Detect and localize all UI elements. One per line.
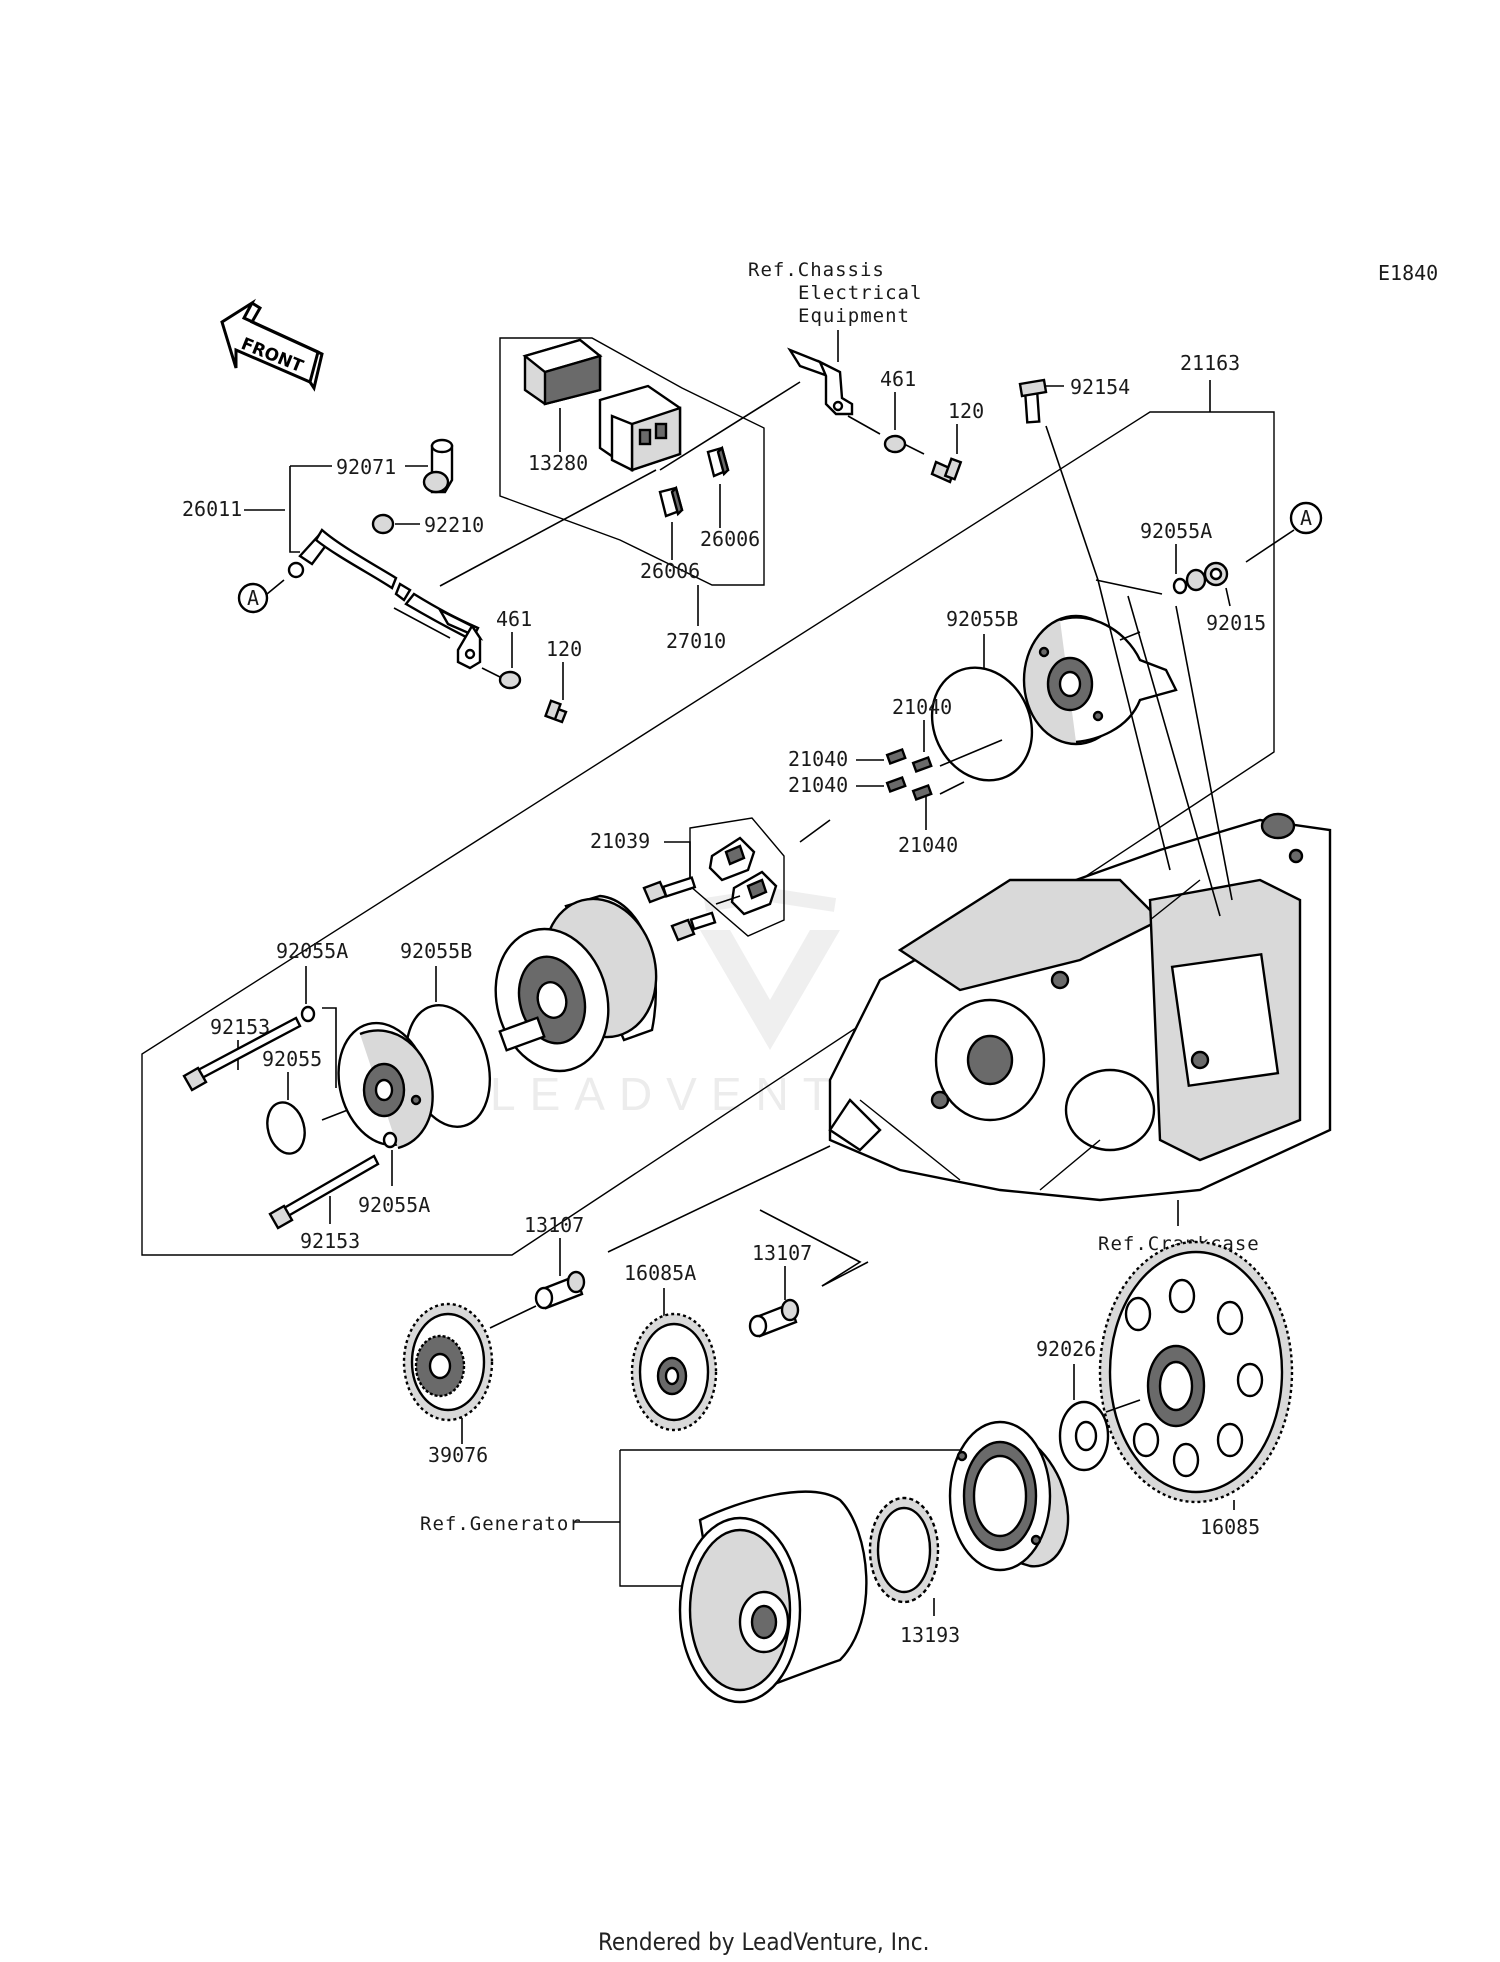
part-92154: 92154: [1070, 375, 1130, 399]
part-21040-left-b: 21040: [788, 773, 848, 797]
clutch-housing: [948, 1420, 1070, 1572]
relay-cover-13280: [522, 338, 603, 406]
bolt-92153-top: [182, 1016, 302, 1092]
nut-92210: [371, 513, 395, 535]
part-120-bottom: 120: [546, 637, 582, 661]
part-21040-left-a: 21040: [788, 747, 848, 771]
oring-92055: [266, 1101, 306, 1155]
part-13280: 13280: [528, 451, 588, 475]
oring-92055A-bottom: [382, 1131, 398, 1149]
oring-92055B-top: [930, 666, 1034, 782]
generator-rotor: [678, 1490, 868, 1704]
part-26006-left: 26006: [640, 559, 700, 583]
starter-front-cover: [337, 1021, 434, 1150]
washer-461-bottom: [498, 670, 522, 690]
part-92071: 92071: [336, 455, 396, 479]
screw-right: [670, 911, 717, 942]
bolt-120-bottom: [544, 699, 568, 724]
part-92153-top: 92153: [210, 1015, 270, 1039]
oring-92055A-left: [300, 1005, 316, 1023]
brush-holder-21039: [708, 836, 778, 916]
part-13107-left: 13107: [524, 1213, 584, 1237]
shaft-13107-left: [534, 1270, 586, 1310]
cable-terminal-bottom: [436, 607, 484, 670]
part-92055A-left: 92055A: [276, 939, 348, 963]
ref-generator: Ref.Generator: [420, 1513, 582, 1535]
one-way-clutch-13193: [868, 1496, 940, 1604]
connector-a-left-label: A: [247, 586, 259, 610]
washer-top: [1185, 568, 1207, 592]
washer-461-top: [883, 434, 907, 454]
part-27010: 27010: [666, 629, 726, 653]
footer-credit: Rendered by LeadVenture, Inc.: [598, 1928, 929, 1956]
part-92055B-left: 92055B: [400, 939, 472, 963]
part-92055A-top: 92055A: [1140, 519, 1212, 543]
part-92026: 92026: [1036, 1337, 1096, 1361]
connector-a-left: [237, 582, 269, 614]
part-92055B-top: 92055B: [946, 607, 1018, 631]
bolt-92153-bottom: [268, 1154, 380, 1230]
part-13107-right: 13107: [752, 1241, 812, 1265]
cable-terminal-top: [787, 347, 854, 416]
part-16085A: 16085A: [624, 1261, 696, 1285]
gear-16085: [1098, 1240, 1294, 1504]
ref-chassis-line3: Equipment: [798, 305, 910, 327]
front-arrow-icon: FRONT: [220, 298, 324, 392]
watermark-logo-icon: [700, 930, 840, 1050]
connector-a-right-label: A: [1300, 506, 1312, 530]
part-26006-right: 26006: [700, 527, 760, 551]
part-461-top: 461: [880, 367, 916, 391]
starter-rear-cover: [1022, 614, 1178, 746]
part-39076: 39076: [428, 1443, 488, 1467]
part-461-bottom: 461: [496, 607, 532, 631]
part-21039: 21039: [590, 829, 650, 853]
bolt-92154: [1018, 378, 1048, 424]
part-21040-bottom: 21040: [898, 833, 958, 857]
oring-92055A-top: [1172, 577, 1188, 595]
part-92015: 92015: [1206, 611, 1266, 635]
fuse-26006-right: [706, 445, 730, 478]
starter-relay: [598, 384, 682, 472]
part-92153-bottom: 92153: [300, 1229, 360, 1253]
part-92055: 92055: [262, 1047, 322, 1071]
part-92210: 92210: [424, 513, 484, 537]
ref-chassis-line2: Electrical: [798, 282, 922, 304]
part-21040-top: 21040: [892, 695, 952, 719]
part-13193: 13193: [900, 1623, 960, 1647]
diagram-code: E1840: [1378, 261, 1438, 285]
brushes-21040: [885, 747, 933, 801]
shaft-13107-right: [748, 1298, 800, 1338]
part-92055A-bottom: 92055A: [358, 1193, 430, 1217]
connector-a-right: [1289, 501, 1323, 535]
screw-left: [642, 876, 697, 904]
part-26011: 26011: [182, 497, 242, 521]
bolt-120-top: [930, 457, 963, 484]
gear-39076: [402, 1302, 494, 1422]
ref-chassis-line1: Ref.Chassis: [748, 259, 885, 281]
part-120-top: 120: [948, 399, 984, 423]
part-21163: 21163: [1180, 351, 1240, 375]
cap-92071: [422, 438, 454, 494]
part-16085: 16085: [1200, 1515, 1260, 1539]
fuse-26006-left: [658, 485, 684, 518]
starter-motor-body: [494, 894, 658, 1073]
crankcase-housing: [828, 812, 1332, 1202]
gear-16085A: [630, 1312, 718, 1432]
